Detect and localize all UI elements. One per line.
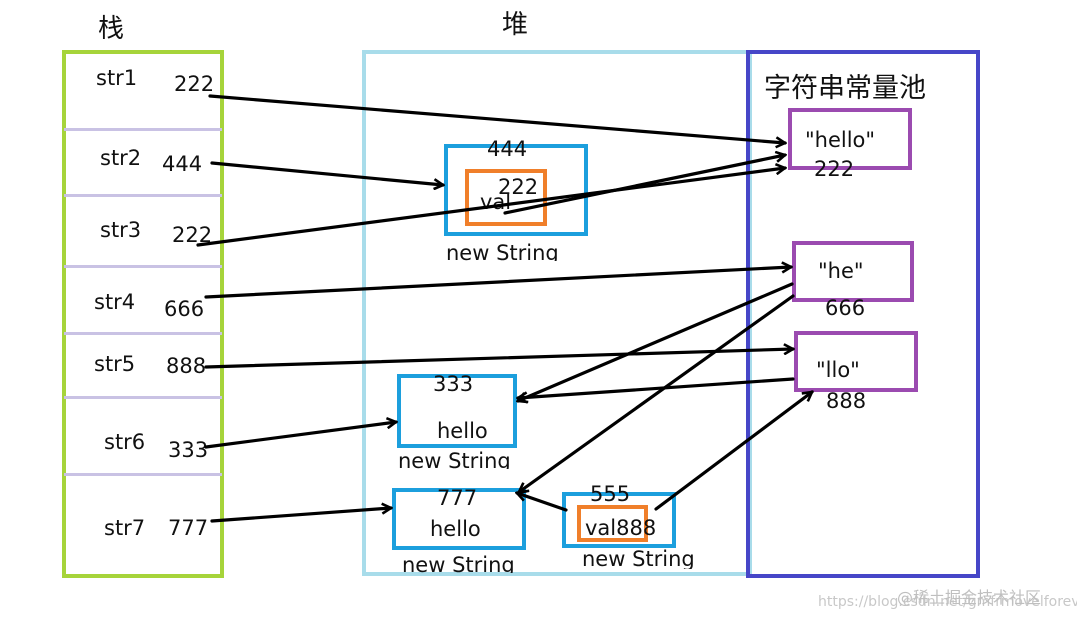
literal-address: 222: [814, 157, 855, 181]
stack-divider: [64, 265, 222, 268]
object-caption: new String: [398, 449, 511, 469]
var-name: str6: [104, 430, 146, 454]
literal-text: "he": [818, 259, 864, 283]
literal-address: 666: [825, 296, 866, 320]
stack-divider: [64, 473, 222, 476]
var-value: 333: [168, 438, 209, 462]
watermark-url: https://blog.csdn.net/gmfrmovelforever: [818, 594, 1077, 610]
pool-title: 字符串常量池: [764, 73, 926, 104]
field-box: [465, 169, 547, 226]
var-value: 444: [162, 152, 203, 176]
object-box: [444, 144, 588, 236]
arrow-str7-to-obj777: [210, 508, 391, 523]
var-value: 666: [164, 297, 205, 321]
literal-box: [788, 108, 912, 170]
var-value: 888: [166, 354, 207, 378]
field-address: 222: [498, 175, 539, 199]
object-address: 555: [590, 482, 631, 506]
object-content: hello: [437, 419, 488, 443]
literal-box: [792, 241, 914, 302]
literal-text: "llo": [816, 358, 860, 382]
field-text: val888: [585, 516, 657, 540]
arrow-he-to-obj777: [519, 294, 795, 494]
arrow-obj555-to-obj777: [517, 493, 568, 512]
arrow-str6-to-obj333: [204, 422, 396, 449]
heap-title: 堆: [502, 10, 529, 40]
object-box: [397, 374, 517, 448]
literal-text: "hello": [805, 128, 876, 152]
stack-divider: [64, 128, 222, 131]
var-name: str1: [96, 66, 138, 90]
arrow-str3-to-hello: [196, 168, 785, 247]
object-address: 777: [437, 486, 478, 510]
field-box: [577, 505, 648, 542]
var-name: str5: [94, 352, 136, 376]
object-content: hello: [430, 517, 481, 541]
arrow-str2-to-obj444: [210, 161, 443, 185]
stack-title: 栈: [98, 14, 125, 44]
var-name: str7: [104, 516, 146, 540]
field-name: val: [480, 190, 512, 214]
var-value: 777: [168, 516, 209, 540]
arrow-val-to-hello: [503, 155, 785, 215]
arrow-str5-to-llo: [204, 349, 793, 369]
literal-box: [794, 331, 918, 392]
arrow-str4-to-he: [204, 267, 791, 299]
stack-divider: [64, 396, 222, 399]
stack-region: [62, 50, 224, 578]
var-name: str2: [100, 146, 142, 170]
arrow-llo-to-obj333: [518, 377, 795, 398]
watermark: @稀土掘金技术社区: [897, 588, 1042, 607]
object-caption: new String: [402, 553, 515, 573]
object-address: 333: [433, 372, 474, 396]
object-caption: new String: [446, 241, 559, 261]
arrow-he-to-obj333: [518, 282, 794, 401]
var-name: str4: [94, 290, 136, 314]
string-constant-pool-region: [746, 50, 980, 578]
object-box: [392, 488, 526, 550]
literal-address: 888: [826, 389, 867, 413]
stack-divider: [64, 332, 222, 335]
arrow-obj555-to-llo: [654, 392, 812, 511]
var-name: str3: [100, 218, 142, 242]
object-box: [562, 492, 676, 548]
object-caption: new String: [582, 547, 695, 569]
heap-region: [362, 50, 752, 576]
var-value: 222: [174, 72, 215, 96]
object-address: 444: [487, 137, 528, 161]
stack-divider: [64, 194, 222, 197]
arrow-str1-to-hello: [208, 94, 785, 143]
